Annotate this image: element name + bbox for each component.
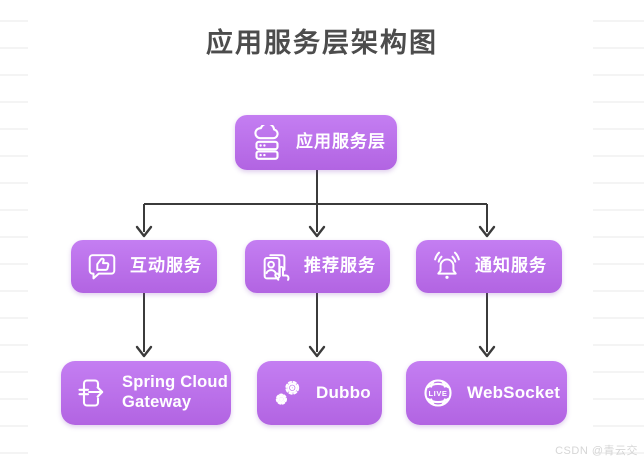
node-dubbo: Dubbo — [257, 361, 382, 425]
node-app-service-layer: 应用服务层 — [235, 115, 397, 170]
watermark: CSDN @青云交 — [555, 445, 638, 457]
node-notification-service: 通知服务 — [416, 240, 562, 293]
node-label: Spring Cloud Gateway — [122, 373, 228, 411]
node-label: 应用服务层 — [296, 132, 386, 152]
node-label: 推荐服务 — [304, 256, 376, 276]
ringing-bell-icon — [434, 251, 460, 279]
node-label: Dubbo — [316, 382, 371, 402]
live-globe-icon: LIVE — [424, 379, 452, 407]
node-websocket: LIVE WebSocket — [406, 361, 567, 425]
node-recommendation-service: 推荐服务 — [245, 240, 390, 293]
node-label: 通知服务 — [475, 256, 547, 276]
page-title: 应用服务层架构图 — [206, 28, 438, 58]
node-spring-cloud-gateway: Spring Cloud Gateway — [61, 361, 231, 425]
gateway-arrow-icon — [78, 379, 104, 407]
node-interactive-service: 互动服务 — [71, 240, 217, 293]
node-label: 互动服务 — [130, 256, 202, 276]
gears-icon — [275, 380, 300, 405]
live-icon-text: LIVE — [428, 389, 447, 398]
node-label: WebSocket — [467, 382, 561, 402]
thumbs-up-bubble-icon — [88, 253, 116, 279]
cloud-server-icon — [254, 124, 279, 160]
recommend-hand-card-icon — [263, 253, 290, 281]
